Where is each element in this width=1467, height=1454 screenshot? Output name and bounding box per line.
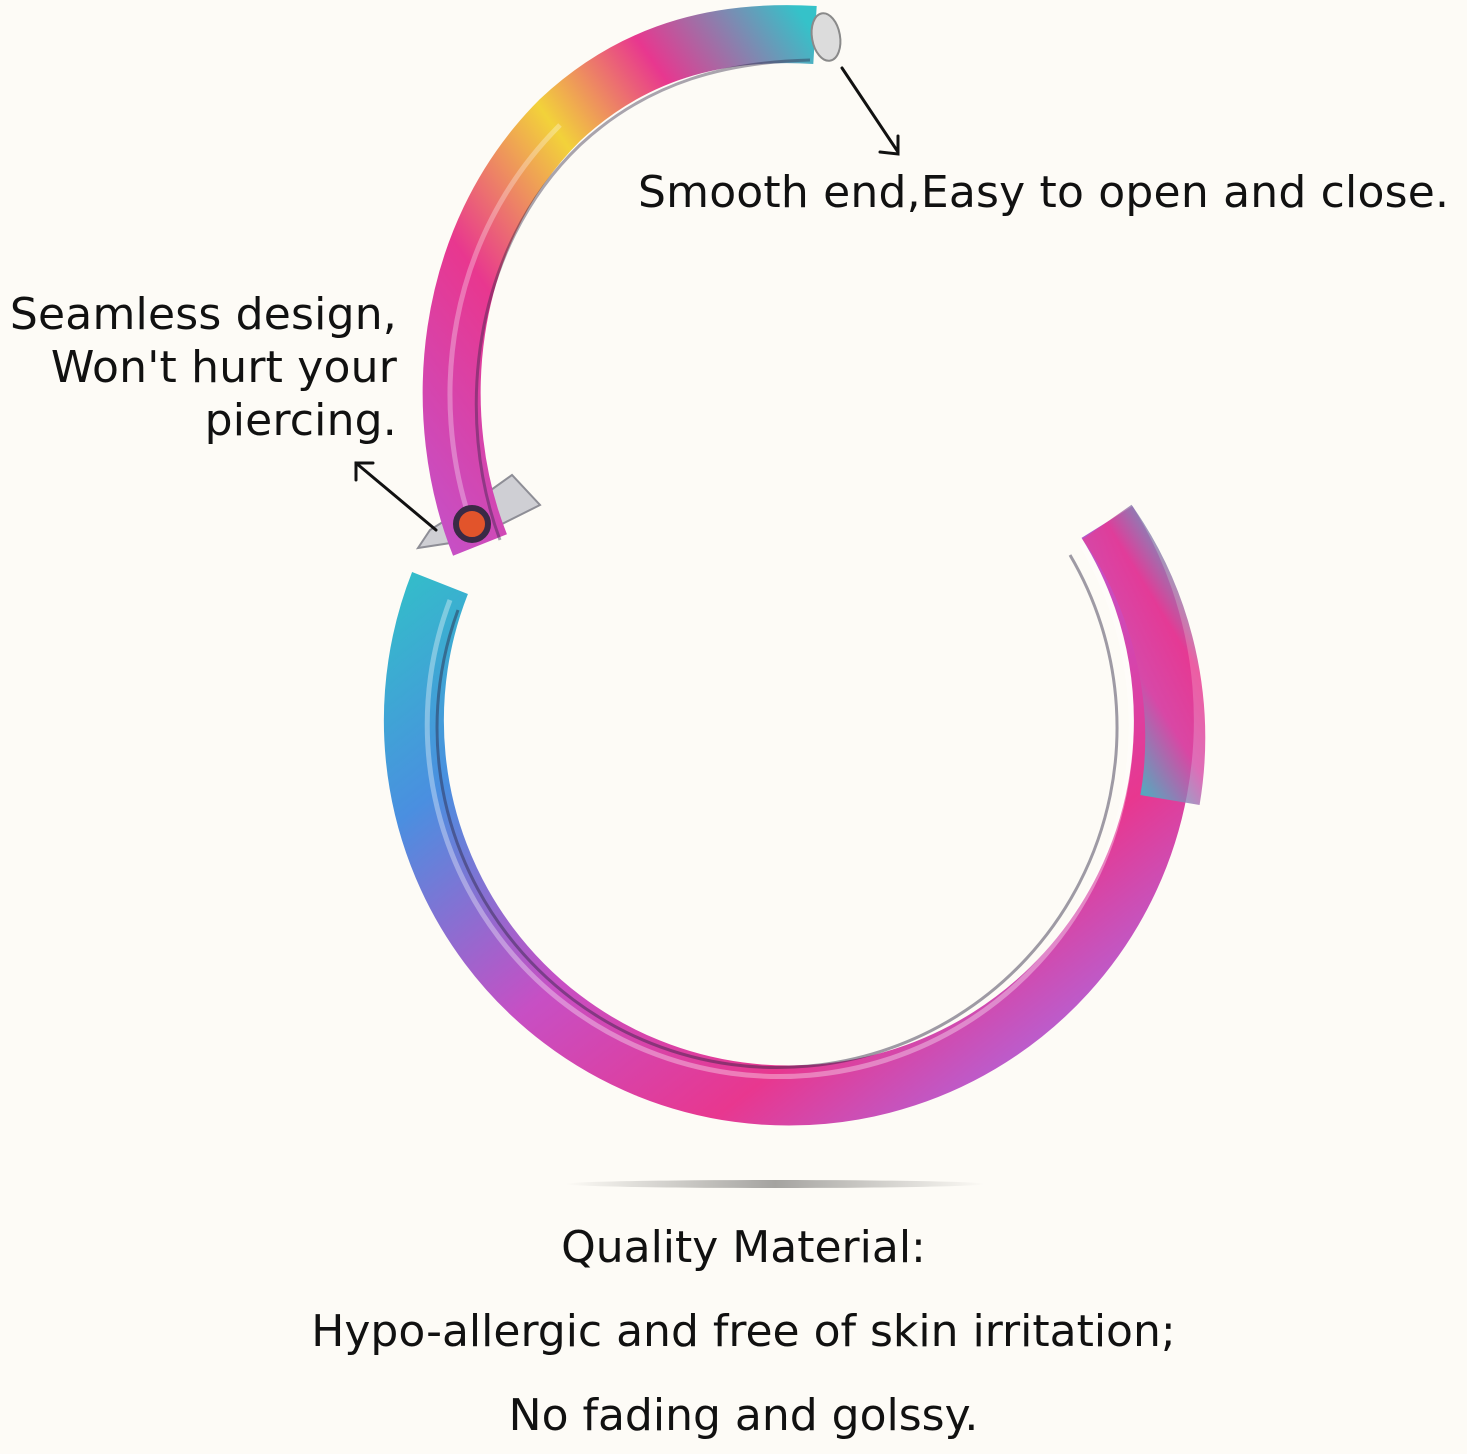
arrow-icon <box>354 461 438 532</box>
ring-hinged-segment <box>422 5 817 556</box>
ring-hinged-segment-shine <box>447 123 562 521</box>
caption-line: No fading and golssy. <box>508 1390 979 1441</box>
ring-right-end <box>1082 504 1206 805</box>
ring-hinged-segment-highlight <box>474 58 811 541</box>
seamless-design-line: Won't hurt your <box>50 342 397 393</box>
ring-main-arc-highlight <box>424 543 1134 1079</box>
ring-main-arc-inner-edge <box>435 554 1119 1070</box>
ring-end-cap <box>810 12 842 62</box>
seamless-design-line: Seamless design, <box>9 289 397 340</box>
arrow-icon <box>840 66 900 156</box>
ring-main-arc <box>383 506 1194 1126</box>
hinge-pin <box>453 505 491 543</box>
seamless-design-line: piercing. <box>204 395 397 446</box>
caption-heading: Quality Material: <box>561 1222 926 1273</box>
smooth-end-callout: Smooth end,Easy to open and close. <box>638 167 1450 218</box>
seamless-design-callout: Seamless design, Won't hurt your piercin… <box>10 288 397 447</box>
ring-shadow <box>565 1180 985 1188</box>
caption-line: Hypo-allergic and free of skin irritatio… <box>311 1306 1176 1357</box>
